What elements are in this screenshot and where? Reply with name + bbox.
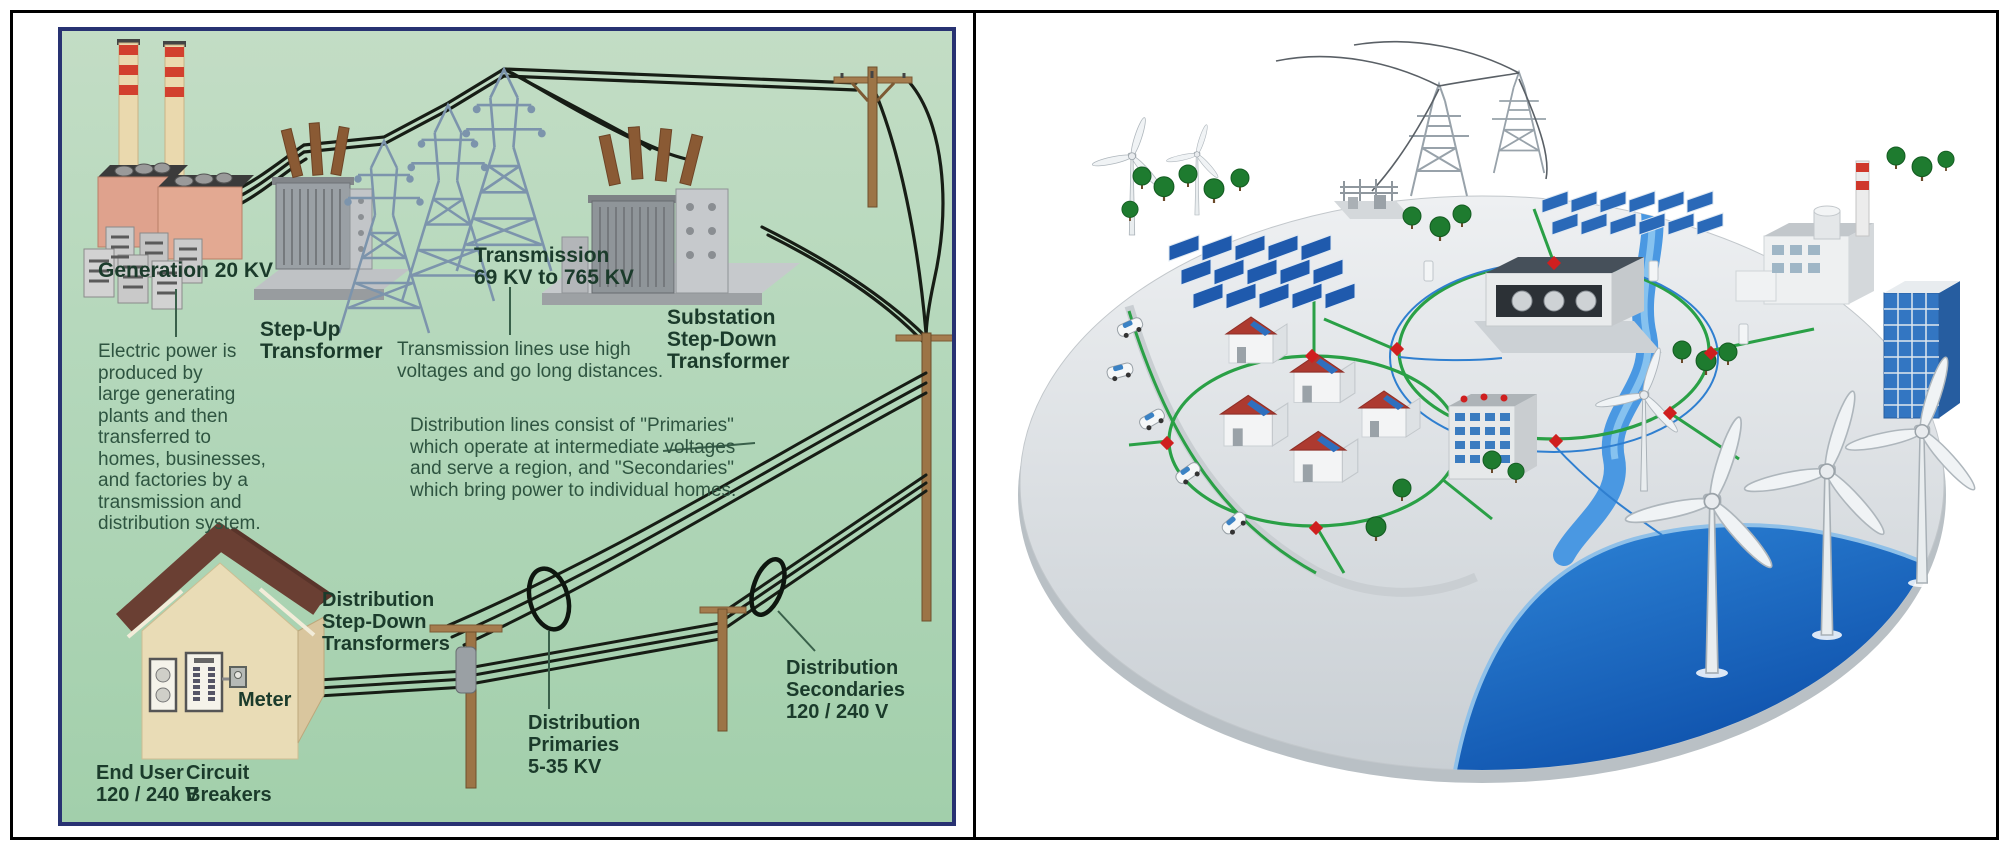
label-line: Step-Down	[322, 611, 427, 633]
desc-line: which bring power to individual homes.	[410, 479, 737, 501]
substation-icon	[1334, 179, 1412, 219]
desc-line: transferred to	[98, 427, 211, 448]
circuit-breakers-label: Circuit Breakers	[186, 762, 272, 806]
label-line: Distribution	[322, 589, 435, 611]
desc-line: voltages and go long distances.	[397, 360, 664, 382]
desc-line: which operate at intermediate voltages	[410, 436, 736, 458]
label-line: Transformers	[322, 633, 450, 655]
central-power-station	[1474, 257, 1662, 353]
left-figure-cell: Generation 20 KV Electric power is produ…	[13, 13, 976, 837]
office-tower	[1883, 281, 1960, 419]
solar-array-left	[1168, 234, 1356, 310]
label-line: Primaries	[528, 734, 620, 756]
step-up-transformer-label: Step-Up Transformer	[260, 319, 383, 363]
thermal-power-plant	[1735, 160, 1874, 305]
label-line: 120 / 240 V	[96, 784, 199, 806]
label-line: Distribution	[786, 657, 899, 679]
wind-turbine-large	[1843, 354, 1979, 587]
bushing-icon	[280, 122, 350, 179]
hv-transmission-towers	[1275, 40, 1548, 197]
distribution-primaries-label: Distribution Primaries 5-35 KV	[528, 712, 640, 778]
generation-label: Generation 20 KV	[98, 259, 274, 282]
desc-line: homes, businesses,	[98, 448, 266, 470]
distribution-step-down-label: Distribution Step-Down Transformers	[322, 589, 450, 655]
desc-line: distribution system.	[98, 513, 261, 534]
label-line: Transmission	[474, 244, 610, 267]
desc-line: transmission and	[98, 491, 242, 513]
desc-line: produced by	[98, 362, 203, 384]
end-user-label: End User 120 / 240 V	[96, 762, 198, 806]
lake	[1711, 196, 1867, 207]
desc-line: Distribution lines consist of "Primaries…	[410, 415, 734, 436]
power-distribution-diagram: Generation 20 KV Electric power is produ…	[58, 27, 956, 826]
utility-pole-icon	[833, 66, 913, 208]
pole-transformer-icon	[455, 646, 477, 694]
desc-line: and factories by a	[98, 470, 248, 491]
transmission-label: Transmission 69 KV to 765 KV	[474, 245, 634, 289]
breaker-panel-icon	[184, 651, 224, 713]
label-line: End User	[96, 762, 184, 784]
label-line: 69 KV to 765 KV	[474, 266, 634, 289]
label-line: 5-35 KV	[528, 756, 602, 778]
generation-description: Electric power is produced by large gene…	[98, 341, 266, 535]
distribution-secondaries-label: Distribution Secondaries 120 / 240 V	[786, 657, 905, 723]
bushing-icon	[598, 126, 704, 187]
generation-plant-graphic	[83, 39, 254, 310]
primaries-ellipse	[526, 566, 572, 632]
secondaries-ellipse	[749, 557, 787, 617]
label-line: Breakers	[186, 784, 272, 806]
transmission-tower-icon	[455, 68, 553, 273]
label-line: 120 / 240 V	[786, 701, 889, 723]
distribution-description: Distribution lines consist of "Primaries…	[410, 415, 736, 501]
meter-label: Meter	[238, 689, 292, 711]
distribution-transformer-pole	[429, 624, 503, 789]
substation-transformer-graphic	[542, 126, 800, 305]
wind-turbine-large	[1623, 414, 1778, 678]
distribution-secondaries-lines	[300, 473, 928, 699]
storage-units	[1423, 260, 1749, 345]
label-line: Substation	[667, 306, 776, 329]
outlet-panel-icon	[148, 657, 178, 713]
label-line: Distribution	[528, 712, 641, 734]
right-figure-cell	[976, 13, 1996, 837]
smokestack-icon	[117, 39, 186, 180]
shoreline	[1452, 523, 1944, 770]
label-line: Transformer	[667, 350, 790, 373]
desc-line: and serve a region, and "Secondaries"	[410, 458, 735, 479]
label-line: Step-Down	[667, 328, 777, 351]
desc-line: Electric power is	[98, 341, 237, 362]
distribution-primaries-lines	[438, 371, 928, 647]
desc-line: Transmission lines use high	[397, 339, 631, 360]
generator-units-icon	[83, 226, 203, 310]
desc-line: large generating	[98, 384, 236, 405]
label-line: Step-Up	[260, 318, 341, 341]
wind-turbine-large	[1742, 388, 1890, 640]
substation-label: Substation Step-Down Transformer	[667, 307, 790, 373]
figure-table: Generation 20 KV Electric power is produ…	[10, 10, 1999, 840]
utility-pole-icon	[699, 606, 747, 732]
label-line: Secondaries	[786, 679, 905, 701]
network-nodes	[1159, 255, 1719, 536]
transmission-description: Transmission lines use high voltages and…	[397, 339, 663, 382]
transmission-wires	[236, 67, 945, 349]
house-graphic	[115, 521, 334, 760]
power-distribution-artwork	[83, 39, 952, 789]
label-line: Circuit	[186, 762, 250, 784]
smart-grid-illustration	[1018, 40, 1979, 783]
desc-line: plants and then	[98, 405, 228, 427]
label-line: Transformer	[260, 340, 383, 363]
